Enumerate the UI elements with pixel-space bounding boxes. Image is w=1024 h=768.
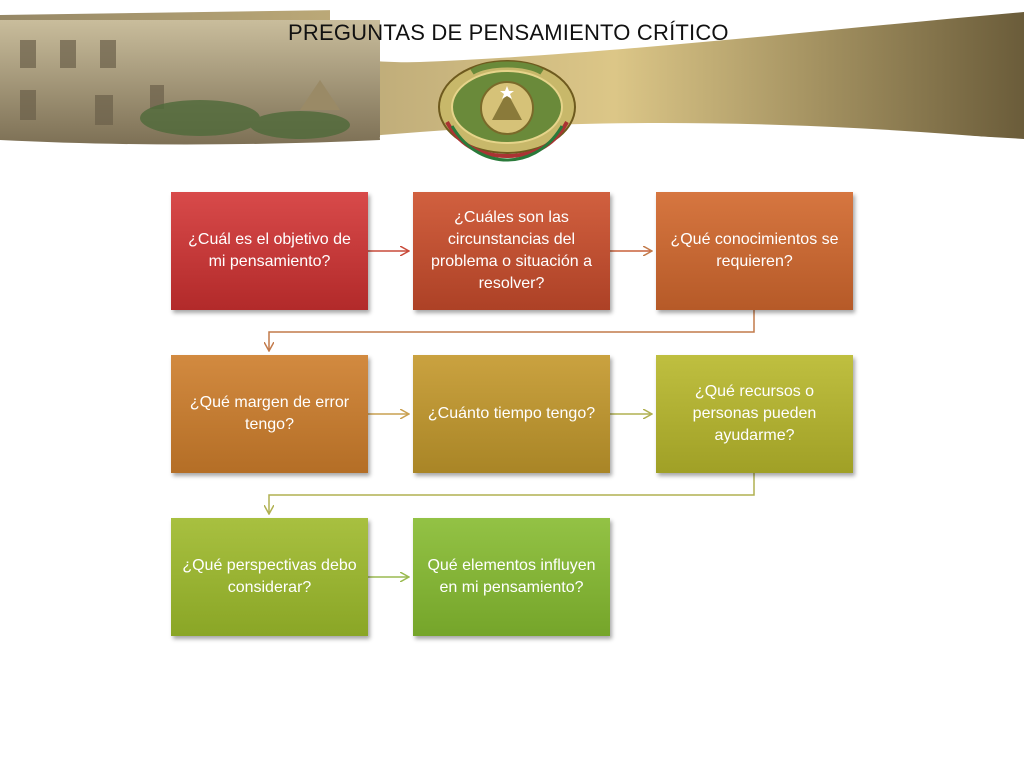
page-title: PREGUNTAS DE PENSAMIENTO CRÍTICO bbox=[288, 20, 729, 45]
step-label: ¿Cuál es el objetivo de mi pensamiento? bbox=[188, 231, 351, 270]
step-label: ¿Qué conocimientos se requieren? bbox=[670, 231, 839, 270]
connector-6-7 bbox=[269, 473, 755, 514]
step-box-elementos: Qué elementos influyen en mi pensamiento… bbox=[413, 518, 610, 636]
step-box-perspectivas: ¿Qué perspectivas debo considerar? bbox=[171, 518, 368, 636]
step-label: ¿Cuáles son las circunstancias del probl… bbox=[431, 209, 592, 292]
university-seal bbox=[438, 60, 576, 162]
step-box-tiempo: ¿Cuánto tiempo tengo? bbox=[413, 355, 610, 473]
step-label: ¿Qué margen de error tengo? bbox=[189, 394, 350, 433]
step-box-objetivo: ¿Cuál es el objetivo de mi pensamiento? bbox=[171, 192, 368, 310]
step-box-margen-error: ¿Qué margen de error tengo? bbox=[171, 355, 368, 473]
step-label: ¿Qué recursos o personas pueden ayudarme… bbox=[692, 383, 817, 444]
step-label: Qué elementos influyen en mi pensamiento… bbox=[427, 557, 596, 596]
step-label: ¿Qué perspectivas debo considerar? bbox=[182, 557, 357, 596]
step-box-circunstancias: ¿Cuáles son las circunstancias del probl… bbox=[413, 192, 610, 310]
step-box-conocimientos: ¿Qué conocimientos se requieren? bbox=[656, 192, 853, 310]
step-label: ¿Cuánto tiempo tengo? bbox=[427, 405, 596, 422]
step-box-recursos: ¿Qué recursos o personas pueden ayudarme… bbox=[656, 355, 853, 473]
connector-3-4 bbox=[269, 310, 755, 351]
